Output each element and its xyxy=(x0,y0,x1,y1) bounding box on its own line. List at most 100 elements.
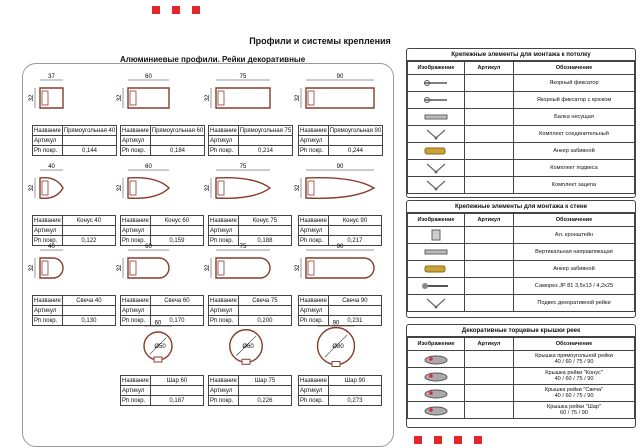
profile-article xyxy=(237,305,293,316)
article-cell xyxy=(464,159,514,177)
profile-width: 90 xyxy=(337,244,344,250)
fastener-row: Якорный фиксатор с крюком xyxy=(407,91,635,109)
profile-outline xyxy=(215,87,271,109)
profile-slot xyxy=(41,180,49,196)
designation-cell: Комплект подвеса xyxy=(513,159,635,177)
caps-table: Декоративные торцевые крышки реек Изобра… xyxy=(406,324,636,428)
profile-name: Прямоугольная 90 xyxy=(327,125,384,136)
profile-name: Свеча 40 xyxy=(61,295,117,306)
profile-name: Конус 40 xyxy=(61,215,117,226)
profile-name: Конус 90 xyxy=(327,215,383,226)
decor-square xyxy=(474,436,482,444)
anchor-icon xyxy=(424,265,446,273)
profile-ph: 0,217 xyxy=(327,235,383,246)
profile-outline xyxy=(39,87,64,109)
profile-slot xyxy=(307,260,315,276)
caps-rows: Изображение Артикул Обозначение Крышка п… xyxy=(407,337,635,419)
image-cell xyxy=(407,243,465,261)
article-cell xyxy=(464,277,514,295)
profile-label: Рh покр. xyxy=(120,395,151,406)
col-image: Изображение xyxy=(407,337,465,351)
image-cell xyxy=(407,74,465,92)
profile-article xyxy=(149,305,205,316)
article-cell xyxy=(464,108,514,126)
profile-ph: 0,130 xyxy=(61,315,117,326)
designation-cell: Подвес декоративной рейки xyxy=(513,294,635,312)
image-cell xyxy=(407,176,465,194)
profile-label: Артикул xyxy=(298,135,329,146)
profile-drawing: 90 32 xyxy=(295,244,375,279)
profile-label: Артикул xyxy=(32,135,63,146)
article-cell xyxy=(464,384,514,402)
profile-label: Артикул xyxy=(120,225,151,236)
profile-height: 32 xyxy=(295,264,301,271)
col-article: Артикул xyxy=(464,61,514,75)
profile-article xyxy=(327,385,383,396)
cap-rect-icon xyxy=(424,355,448,365)
image-cell xyxy=(407,159,465,177)
profile-article xyxy=(149,385,205,396)
profile-drawing: Ø60 xyxy=(229,329,263,365)
fastener-row: Крышка прямоугольной рейки 40 / 60 / 75 … xyxy=(407,350,635,368)
profile-ph: 0,144 xyxy=(61,145,118,156)
profile-label: Название xyxy=(298,215,329,226)
article-cell xyxy=(464,176,514,194)
profile-outline xyxy=(215,177,272,199)
fastener-row: Вертикальная направляющая xyxy=(407,243,635,261)
fastener-row: Крышка рейки "Шар" 60 / 75 / 90 xyxy=(407,401,635,419)
article-cell xyxy=(464,142,514,160)
col-image: Изображение xyxy=(407,213,465,227)
ceiling-title: Крепежные элементы для монтажа к потолку xyxy=(407,49,635,61)
profile-ph: 0,159 xyxy=(149,235,205,246)
decor-square xyxy=(454,436,462,444)
profile-label: Артикул xyxy=(208,135,239,146)
profile-label: Название xyxy=(120,215,151,226)
profile-width: 60 xyxy=(145,244,152,250)
cap-candle-icon xyxy=(424,389,448,399)
ceiling-rows: Изображение Артикул Обозначение Якорный … xyxy=(407,61,635,194)
designation-cell: Комплект зацепа xyxy=(513,176,635,194)
profile-name: Свеча 75 xyxy=(237,295,293,306)
profile-article xyxy=(149,135,206,146)
profile-label: Название xyxy=(32,215,63,226)
profiles-panel xyxy=(22,63,394,447)
profile-ph: 0,273 xyxy=(327,395,383,406)
profile-height: 32 xyxy=(295,184,301,191)
profile-label: Рh покр. xyxy=(298,145,329,156)
col-article: Артикул xyxy=(464,213,514,227)
image-cell xyxy=(407,108,465,126)
col-article: Артикул xyxy=(464,337,514,351)
profile-label: Название xyxy=(298,125,329,136)
profile-name: Конус 60 xyxy=(149,215,205,226)
profile-ph: 0,226 xyxy=(237,395,293,406)
profile-width: 75 xyxy=(240,244,247,250)
designation-cell: Крышка прямоугольной рейки 40 / 60 / 75 … xyxy=(513,350,635,368)
profile-label: Рh покр. xyxy=(208,395,239,406)
article-cell xyxy=(464,74,514,92)
col-image: Изображение xyxy=(407,61,465,75)
caps-title: Декоративные торцевые крышки реек xyxy=(407,325,635,337)
profile-ph: 0,200 xyxy=(237,315,293,326)
profile-outline xyxy=(305,87,375,109)
profile-label: Артикул xyxy=(120,305,151,316)
image-cell xyxy=(407,277,465,295)
cap-cone-icon xyxy=(424,372,448,382)
profiles-title: Алюминиевые профили. Рейки декоративные xyxy=(120,55,306,64)
article-cell xyxy=(464,91,514,109)
designation-cell: Анкер забивной xyxy=(513,260,635,278)
profile-label: Артикул xyxy=(32,225,63,236)
profile-slot xyxy=(41,260,49,276)
profile-ph: 0,170 xyxy=(149,315,205,326)
profile-height: 32 xyxy=(117,94,123,101)
dimension-line xyxy=(236,336,256,356)
